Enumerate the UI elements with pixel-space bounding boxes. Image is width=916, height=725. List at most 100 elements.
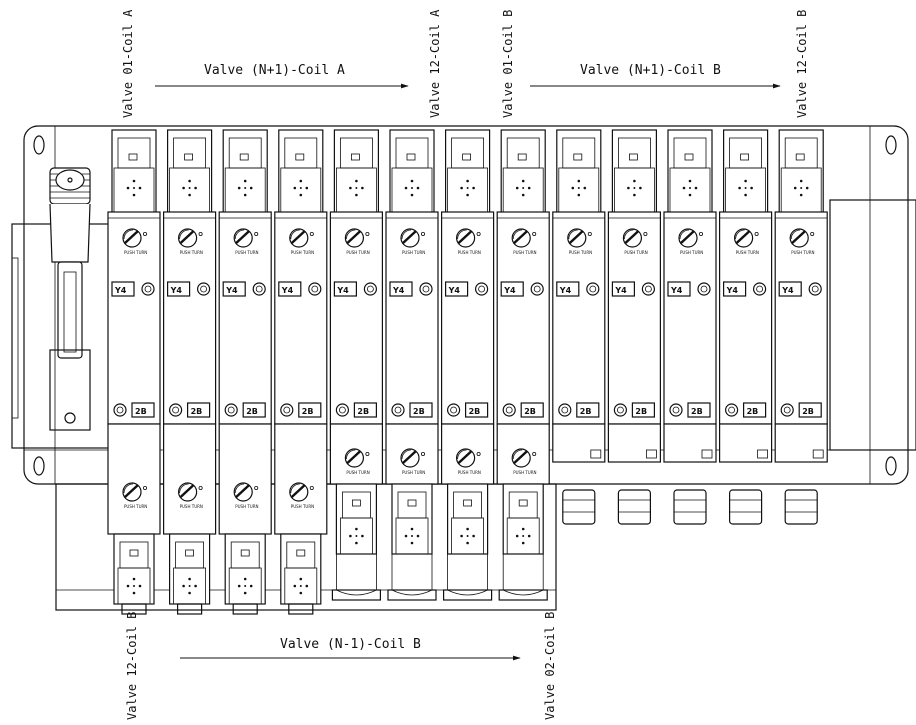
- valve-7: PUSH TURN Y4 2B PUSH TURN: [441, 129, 495, 601]
- valve-4: PUSH TURN Y4 2B PUSH TURN: [274, 129, 328, 615]
- manual-override-icon: PUSH TURN: [400, 448, 425, 475]
- svg-text:PUSH TURN: PUSH TURN: [124, 504, 147, 509]
- manual-override-icon: PUSH TURN: [789, 228, 815, 255]
- fitting-13: [784, 489, 818, 525]
- manual-override-icon: PUSH TURN: [456, 228, 481, 255]
- valve-mark-bottom: 2B: [580, 407, 592, 416]
- valve-mark-bottom: 2B: [635, 407, 647, 416]
- manual-override-icon: PUSH TURN: [511, 228, 537, 255]
- solenoid-connector-icon: [280, 533, 322, 605]
- manual-override-icon: PUSH TURN: [567, 228, 592, 255]
- mounting-hole-br: [885, 456, 897, 476]
- svg-text:PUSH TURN: PUSH TURN: [736, 250, 759, 255]
- manual-override-icon: PUSH TURN: [122, 228, 147, 255]
- label-valve02-coilB: Valve 02-Coil B: [543, 612, 557, 720]
- valve-3: PUSH TURN Y4 2B PUSH TURN: [218, 129, 272, 615]
- valve-mark-top: Y4: [114, 286, 127, 295]
- svg-text:PUSH TURN: PUSH TURN: [791, 250, 814, 255]
- valve-mark-top: Y4: [336, 286, 349, 295]
- manual-override-icon: PUSH TURN: [678, 228, 703, 255]
- valve-mark-bottom: 2B: [469, 407, 481, 416]
- mounting-hole-tl: [33, 135, 45, 155]
- valve-8: PUSH TURN Y4 2B PUSH TURN: [496, 129, 550, 601]
- valve-mark-top: Y4: [559, 286, 572, 295]
- valve-mark-top: Y4: [225, 286, 238, 295]
- fitting-10: [617, 489, 652, 525]
- svg-text:PUSH TURN: PUSH TURN: [569, 250, 592, 255]
- valve-mark-top: Y4: [726, 286, 739, 295]
- svg-text:PUSH TURN: PUSH TURN: [235, 250, 258, 255]
- svg-text:PUSH TURN: PUSH TURN: [180, 250, 203, 255]
- solenoid-connector-icon: [113, 533, 155, 605]
- manual-override-icon: PUSH TURN: [456, 448, 481, 475]
- valve-mark-top: Y4: [781, 286, 794, 295]
- valve-13: PUSH TURN Y4 2B: [774, 129, 828, 463]
- valve-mark-bottom: 2B: [691, 407, 703, 416]
- fittings: [562, 489, 818, 525]
- valve-mark-bottom: 2B: [246, 407, 258, 416]
- svg-text:PUSH TURN: PUSH TURN: [346, 470, 369, 475]
- svg-text:PUSH TURN: PUSH TURN: [346, 250, 369, 255]
- valve-mark-top: Y4: [448, 286, 461, 295]
- label-valve01-coilB: Valve 01-Coil B: [501, 10, 515, 118]
- manual-override-icon: PUSH TURN: [233, 482, 259, 509]
- solenoid-connector-icon: [502, 483, 544, 555]
- svg-text:PUSH TURN: PUSH TURN: [291, 504, 314, 509]
- manual-override-icon: PUSH TURN: [178, 482, 203, 509]
- valve-mark-bottom: 2B: [802, 407, 814, 416]
- manual-override-icon: PUSH TURN: [344, 448, 370, 475]
- manual-override-icon: PUSH TURN: [733, 228, 759, 255]
- valve-mark-bottom: 2B: [413, 407, 425, 416]
- manual-override-icon: PUSH TURN: [622, 228, 648, 255]
- solenoid-connector-icon: [335, 483, 377, 555]
- manual-override-icon: PUSH TURN: [122, 482, 147, 509]
- manual-override-icon: PUSH TURN: [400, 228, 425, 255]
- label-valveN1-coilB-arrow: Valve (N+1)-Coil B: [580, 63, 721, 78]
- label-valve12-coilB-bottom: Valve 12-Coil B: [125, 612, 139, 720]
- valve-mark-top: Y4: [392, 286, 405, 295]
- svg-text:PUSH TURN: PUSH TURN: [180, 504, 203, 509]
- valve-mark-bottom: 2B: [357, 407, 369, 416]
- valve-12: PUSH TURN Y4 2B: [718, 129, 773, 463]
- valve-mark-bottom: 2B: [747, 407, 759, 416]
- manual-override-icon: PUSH TURN: [344, 228, 370, 255]
- svg-text:PUSH TURN: PUSH TURN: [124, 250, 147, 255]
- solenoid-connector-icon: [224, 533, 266, 605]
- mounting-hole-bl: [33, 456, 45, 476]
- svg-text:PUSH TURN: PUSH TURN: [624, 250, 647, 255]
- svg-text:PUSH TURN: PUSH TURN: [402, 470, 425, 475]
- connector-icon: [49, 167, 91, 431]
- valve-5: PUSH TURN Y4 2B PUSH TURN: [329, 129, 383, 601]
- solenoid-connector-icon: [447, 483, 489, 555]
- valve-mark-bottom: 2B: [302, 407, 314, 416]
- valve-mark-bottom: 2B: [524, 407, 536, 416]
- valve-6: PUSH TURN Y4 2B PUSH TURN: [385, 129, 439, 601]
- mounting-hole-tr: [885, 135, 897, 155]
- svg-text:PUSH TURN: PUSH TURN: [235, 504, 258, 509]
- manual-override-icon: PUSH TURN: [289, 228, 314, 255]
- valve-mark-bottom: 2B: [191, 407, 203, 416]
- fitting-11: [673, 489, 707, 525]
- svg-text:PUSH TURN: PUSH TURN: [458, 250, 481, 255]
- solenoid-connector-icon: [391, 483, 433, 555]
- svg-text:PUSH TURN: PUSH TURN: [291, 250, 314, 255]
- valve-9: PUSH TURN Y4 2B: [552, 129, 606, 463]
- manual-override-icon: PUSH TURN: [233, 228, 259, 255]
- valve-mark-top: Y4: [503, 286, 516, 295]
- svg-text:PUSH TURN: PUSH TURN: [680, 250, 703, 255]
- manual-override-icon: PUSH TURN: [511, 448, 537, 475]
- svg-text:PUSH TURN: PUSH TURN: [402, 250, 425, 255]
- solenoid-connector-icon: [169, 533, 211, 605]
- svg-text:PUSH TURN: PUSH TURN: [458, 470, 481, 475]
- manual-override-icon: PUSH TURN: [178, 228, 203, 255]
- fitting-9: [562, 489, 596, 525]
- label-valve12-coilB-top: Valve 12-Coil B: [795, 10, 809, 118]
- label-valve12-coilA: Valve 12-Coil A: [428, 9, 442, 118]
- label-valve01-coilA: Valve 01-Coil A: [121, 9, 135, 118]
- valve-mark-top: Y4: [281, 286, 294, 295]
